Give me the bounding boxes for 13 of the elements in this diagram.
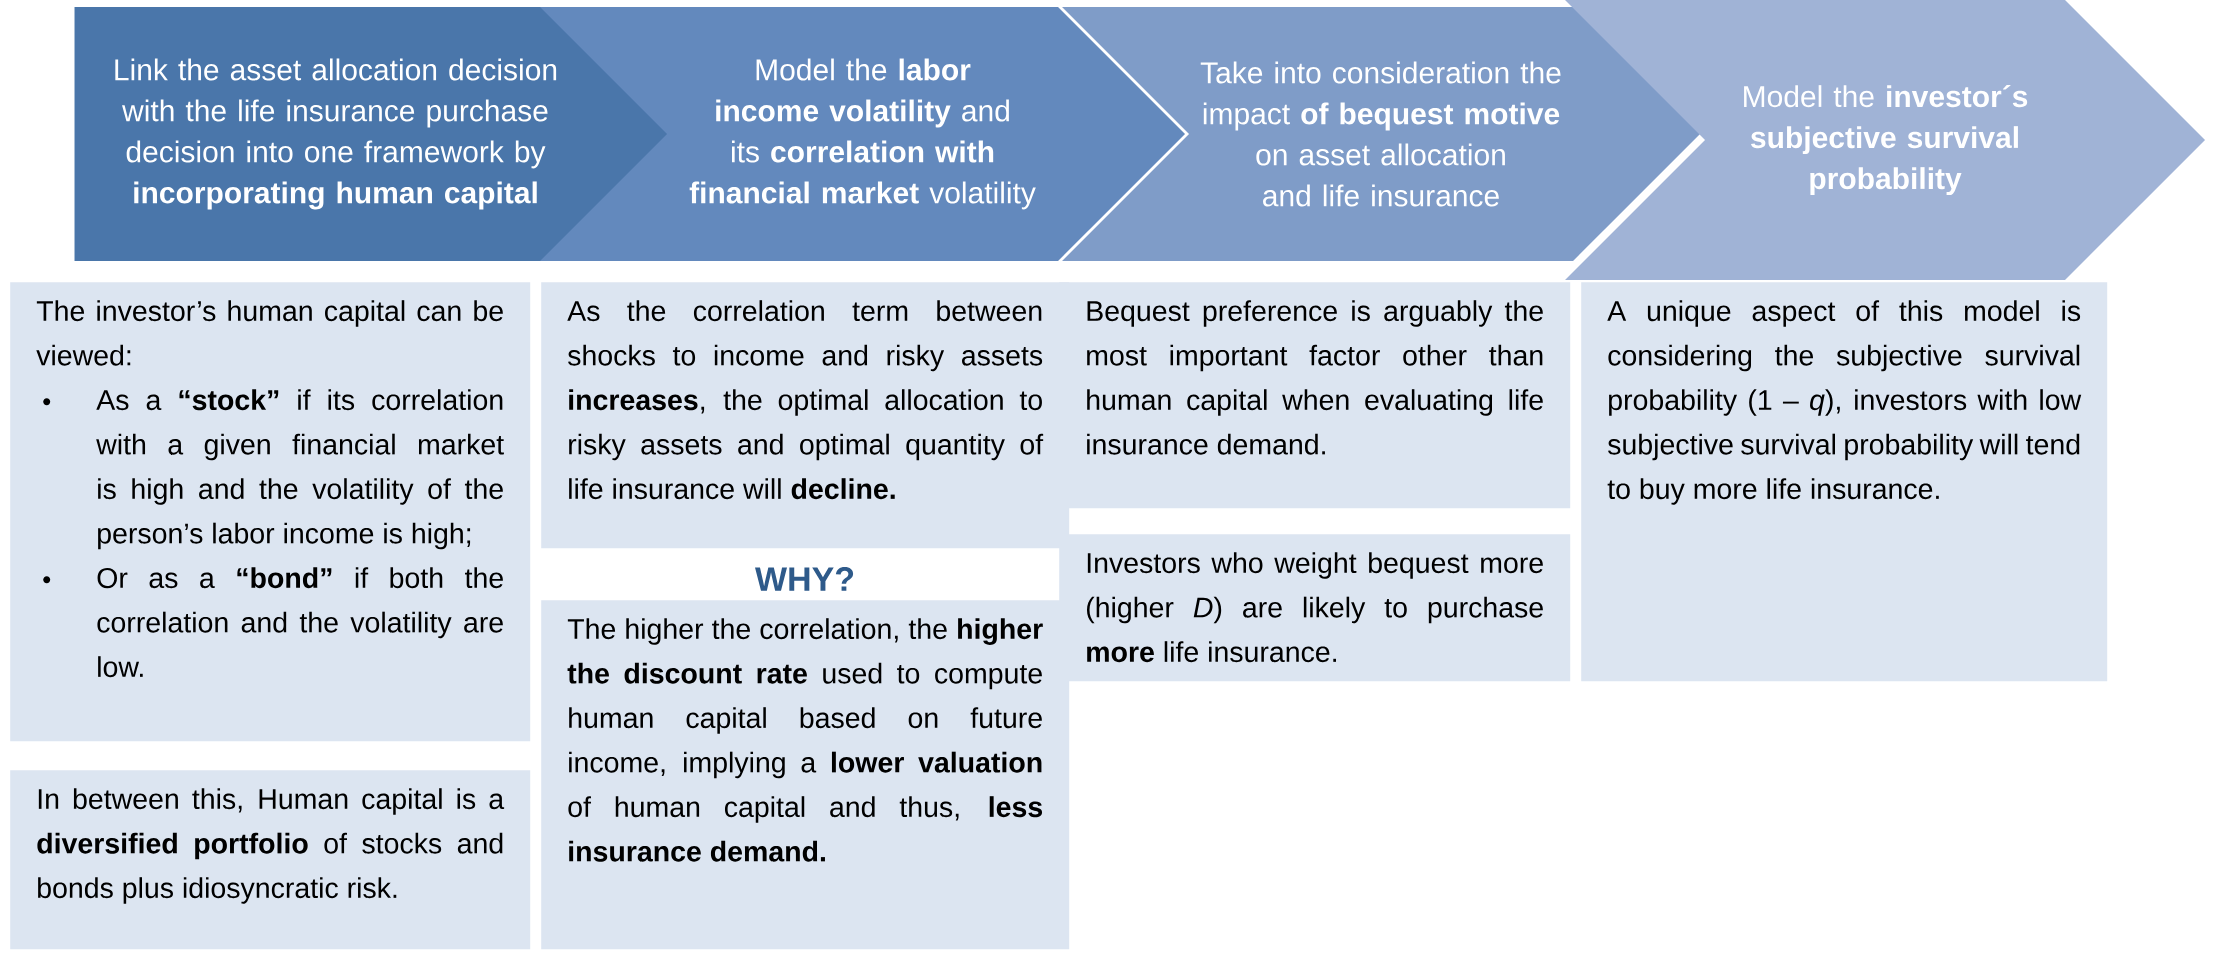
text-box: As the correlation term between shocks to income and risky assets increases, the optimal allocation to risky assets and optimal quantity of life insurance will decline. xyxy=(541,282,1070,549)
text-box: Investors who weight bequest more (higher D) are likely to purchase more life insurance. xyxy=(1059,534,1571,682)
node-label: Investors who weight bequest more (higher D) are likely to purchase more life insurance. xyxy=(1086,552,1543,663)
text-box: In between this, Human capital is a diversified portfolio of stocks and bonds plus idiosyncratic risk. xyxy=(10,770,531,950)
chevron-step: Take into consideration the impact of bequest motive on asset allocation and life insurance xyxy=(1062,7,1700,261)
node-label: As the correlation term between shocks to income and risky assets increases, the optimal allocation to risky assets and optimal quantity of life insurance will decline. xyxy=(567,300,1044,500)
heading: WHY? xyxy=(755,567,854,591)
text-box: A unique aspect of this model is considering the subjective survival probability (1 – q), investors with low subjective survival probability will tend to buy more life insurance. xyxy=(1581,282,2108,682)
chevron-step: Model the investor´s subjective survival probability xyxy=(1565,0,2205,280)
text-box: Bequest preference is arguably the most important factor other than human capital when evaluating life insurance demand. xyxy=(1059,282,1571,509)
node-label: Bequest preference is arguably the most important factor other than human capital when evaluating life insurance demand. xyxy=(1087,300,1543,455)
text-box: The higher the correlation, the higher the discount rate used to compute human capital based on future income, implying a lower valuation of human capital and thus, less insurance demand. xyxy=(541,600,1070,950)
text-box: The investor’s human capital can be viewed: As a “stock” if its correlation with a given financial market is high and the volatility of the person’s labor income is high; Or as a “bond” if both the correlation and the volatility are low. xyxy=(10,282,531,742)
